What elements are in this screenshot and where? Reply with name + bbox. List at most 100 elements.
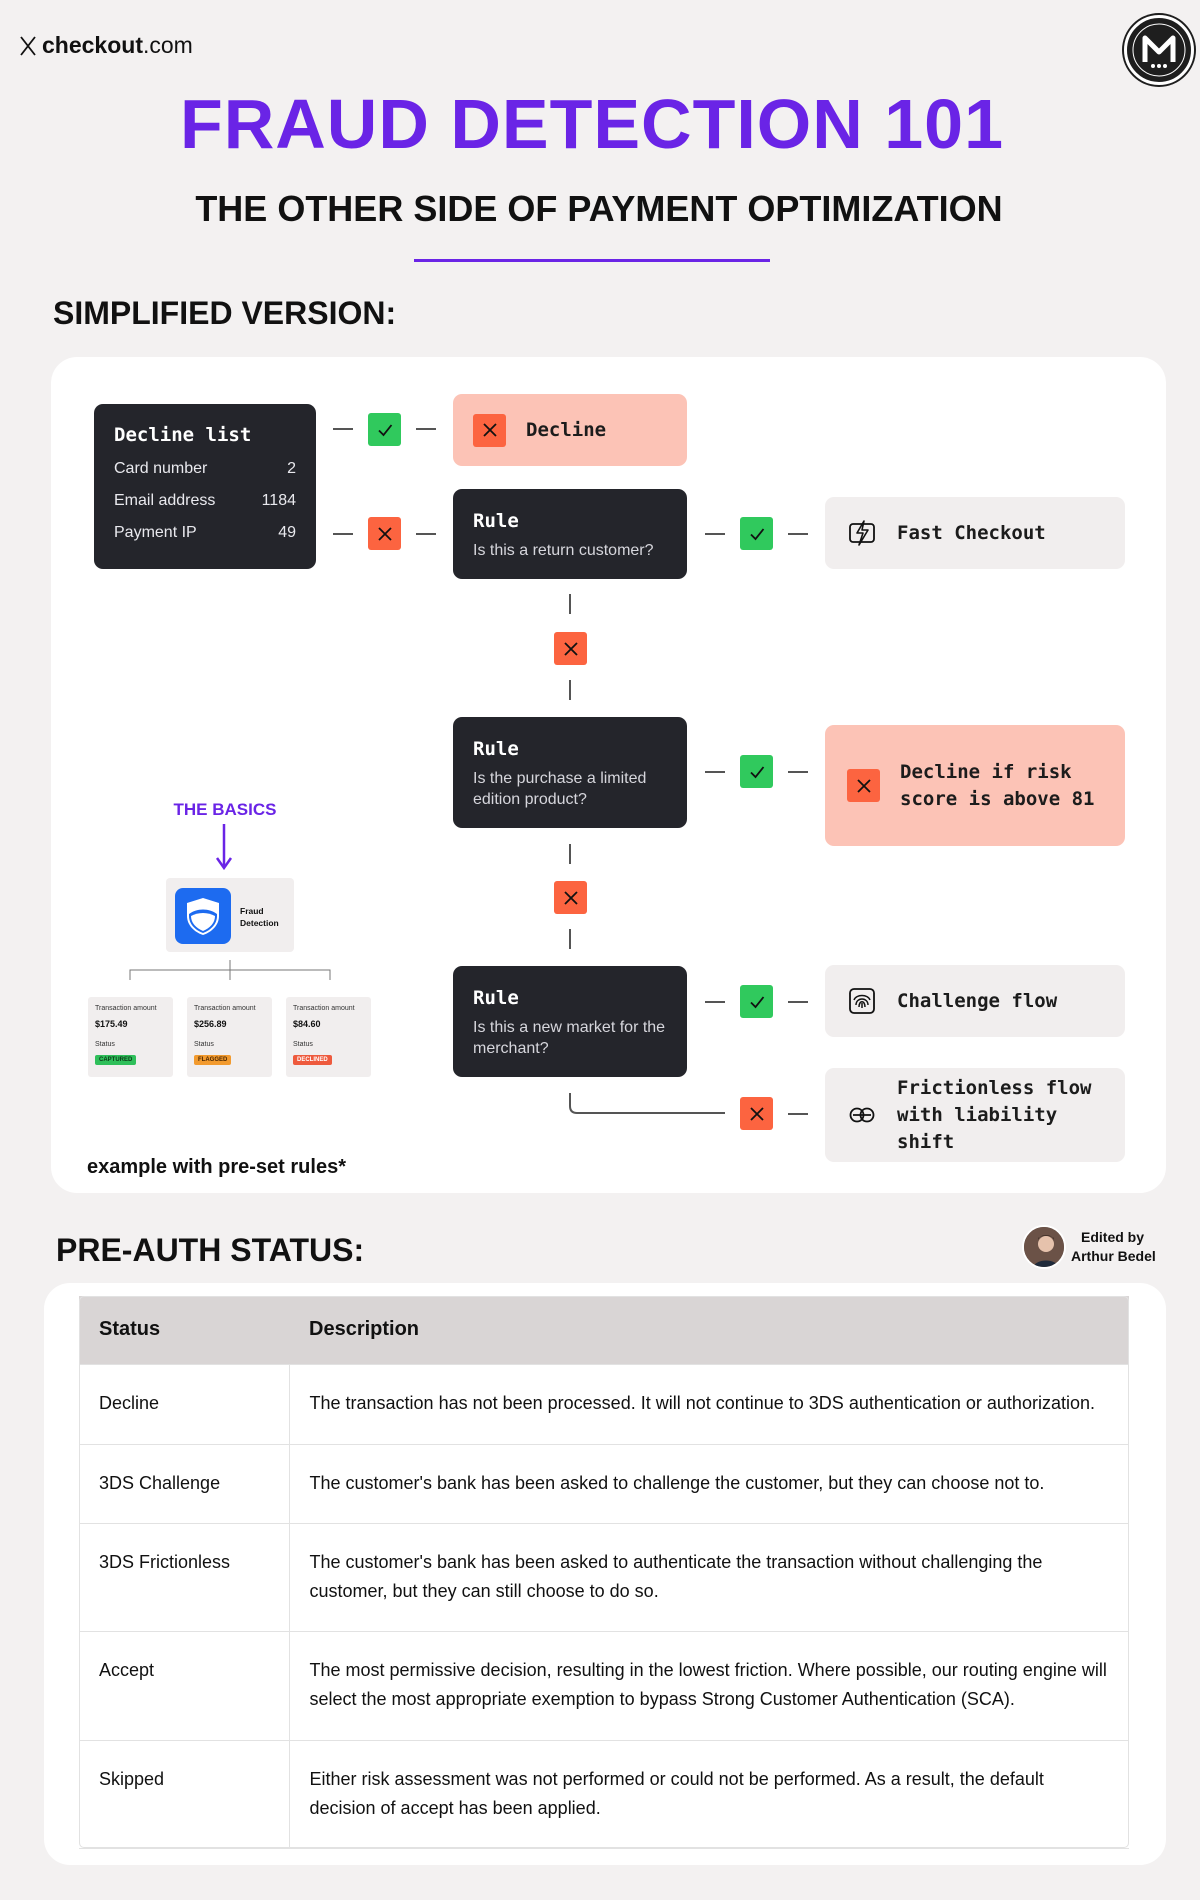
rule-title: Rule [473, 510, 519, 532]
decline-list-row-value: 2 [287, 460, 296, 477]
check-icon [740, 985, 773, 1018]
seal-logo [1124, 15, 1194, 85]
status-cell: Decline [79, 1363, 290, 1444]
connector-line [705, 533, 725, 535]
link-icon [849, 1107, 875, 1123]
status-cell: 3DS Challenge [79, 1443, 290, 1523]
brand-tld: .com [142, 32, 193, 58]
outcome-decline-risk-label: Decline if risk score is above 81 [900, 760, 1095, 810]
connector-line [416, 428, 436, 430]
elbow-connector [569, 1093, 725, 1114]
section-heading-preauth: PRE-AUTH STATUS: [56, 1232, 365, 1268]
cross-icon [554, 881, 587, 914]
rule-question: Is the purchase a limited edition produc… [473, 770, 647, 808]
check-icon [740, 517, 773, 550]
checkout-logo-icon [20, 35, 36, 56]
basics-label: THE BASICS [173, 800, 277, 819]
transaction-card: Transaction amount $256.89 Status FLAGGE… [187, 997, 272, 1077]
connector-line [416, 533, 436, 535]
transaction-label: Transaction amount [95, 1005, 157, 1012]
title-divider [414, 259, 770, 262]
rule-question: Is this a return customer? [473, 542, 654, 559]
cross-icon [554, 632, 587, 665]
transaction-status-label: Status [293, 1041, 313, 1048]
page-subtitle: THE OTHER SIDE OF PAYMENT OPTIMIZATION [195, 188, 1003, 229]
transaction-card: Transaction amount $84.60 Status DECLINE… [286, 997, 371, 1077]
rule-title: Rule [473, 987, 519, 1009]
editor-credit: Edited by Arthur Bedel [1071, 1228, 1156, 1266]
table-row: Decline The transaction has not been pro… [79, 1363, 1129, 1444]
status-badge: FLAGGED [194, 1055, 232, 1065]
preauth-status-table: Status Description Decline The transacti… [79, 1296, 1129, 1849]
outcome-decline-label: Decline [526, 418, 607, 441]
page-title: FRAUD DETECTION 101 [179, 85, 1005, 163]
outcome-fast-checkout-label: Fast Checkout [897, 521, 1046, 544]
tree-connector [129, 960, 331, 980]
transaction-label: Transaction amount [293, 1005, 355, 1012]
connector-line [333, 533, 353, 535]
description-cell: The most permissive decision, resulting … [289, 1630, 1129, 1740]
status-badge: CAPTURED [95, 1055, 137, 1065]
outcome-challenge-flow: Challenge flow [825, 965, 1125, 1037]
decline-list-row: Email address 1184 [114, 492, 296, 510]
description-cell: The transaction has not been processed. … [289, 1363, 1129, 1444]
outcome-challenge-label: Challenge flow [897, 989, 1058, 1012]
cross-icon [473, 413, 506, 447]
status-badge: DECLINED [293, 1055, 332, 1065]
decline-list-row-label: Payment IP [114, 524, 197, 541]
decline-list-box: Decline list Card number 2 Email address… [94, 404, 316, 569]
decline-list-row: Payment IP 49 [114, 524, 296, 542]
outcome-frictionless-label: Frictionless flow with liability shift [897, 1076, 1092, 1153]
transaction-amount: $256.89 [194, 1019, 227, 1029]
cross-icon [368, 517, 401, 550]
shield-icon [175, 888, 231, 944]
status-cell: Skipped [79, 1739, 290, 1849]
connector-line [569, 929, 571, 949]
cross-icon [740, 1097, 773, 1130]
transaction-card: Transaction amount $175.49 Status CAPTUR… [88, 997, 173, 1077]
description-cell: The customer's bank has been asked to ch… [289, 1443, 1129, 1523]
connector-line [569, 680, 571, 700]
decline-list-row: Card number 2 [114, 460, 296, 478]
table-row: Accept The most permissive decision, res… [79, 1630, 1129, 1740]
outcome-decline: Decline [453, 394, 687, 466]
rule-box-limited-edition: Rule Is the purchase a limited edition p… [453, 717, 687, 828]
table-row: 3DS Frictionless The customer's bank has… [79, 1522, 1129, 1631]
status-cell: 3DS Frictionless [79, 1522, 290, 1631]
connector-line [333, 428, 353, 430]
table-row: Skipped Either risk assessment was not p… [79, 1739, 1129, 1849]
connector-line [705, 1001, 725, 1003]
connector-line [569, 594, 571, 614]
cross-icon [847, 769, 880, 802]
decline-list-row-value: 49 [278, 524, 296, 541]
table-header-row: Status Description [79, 1296, 1129, 1364]
decline-list-title: Decline list [114, 424, 252, 446]
decline-list-row-label: Email address [114, 492, 216, 509]
section-heading-simplified: SIMPLIFIED VERSION: [53, 295, 397, 331]
transaction-amount: $84.60 [293, 1019, 321, 1029]
brand-logo: checkout.com [18, 32, 193, 59]
table-row: 3DS Challenge The customer's bank has be… [79, 1443, 1129, 1523]
brand-name: checkout [42, 32, 143, 58]
rule-title: Rule [473, 738, 519, 760]
connector-line [788, 1001, 808, 1003]
column-header-description: Description [289, 1296, 1129, 1364]
fraud-detection-product: Fraud Detection [166, 878, 294, 952]
connector-line [569, 844, 571, 864]
product-name: Fraud Detection [240, 906, 279, 928]
editor-name: Arthur Bedel [1071, 1248, 1156, 1264]
footnote: example with pre-set rules* [87, 1156, 346, 1178]
decline-list-row-label: Card number [114, 460, 208, 477]
description-cell: Either risk assessment was not performed… [289, 1739, 1129, 1849]
connector-line [788, 771, 808, 773]
description-cell: The customer's bank has been asked to au… [289, 1522, 1129, 1631]
rule-box-return-customer: Rule Is this a return customer? [453, 489, 687, 579]
check-icon [368, 413, 401, 446]
transaction-status-label: Status [95, 1041, 115, 1048]
transaction-label: Transaction amount [194, 1005, 256, 1012]
status-cell: Accept [79, 1630, 290, 1740]
outcome-decline-risk: Decline if risk score is above 81 [825, 725, 1125, 846]
decline-list-row-value: 1184 [261, 492, 296, 509]
connector-line [788, 1113, 808, 1115]
avatar [1022, 1225, 1066, 1269]
